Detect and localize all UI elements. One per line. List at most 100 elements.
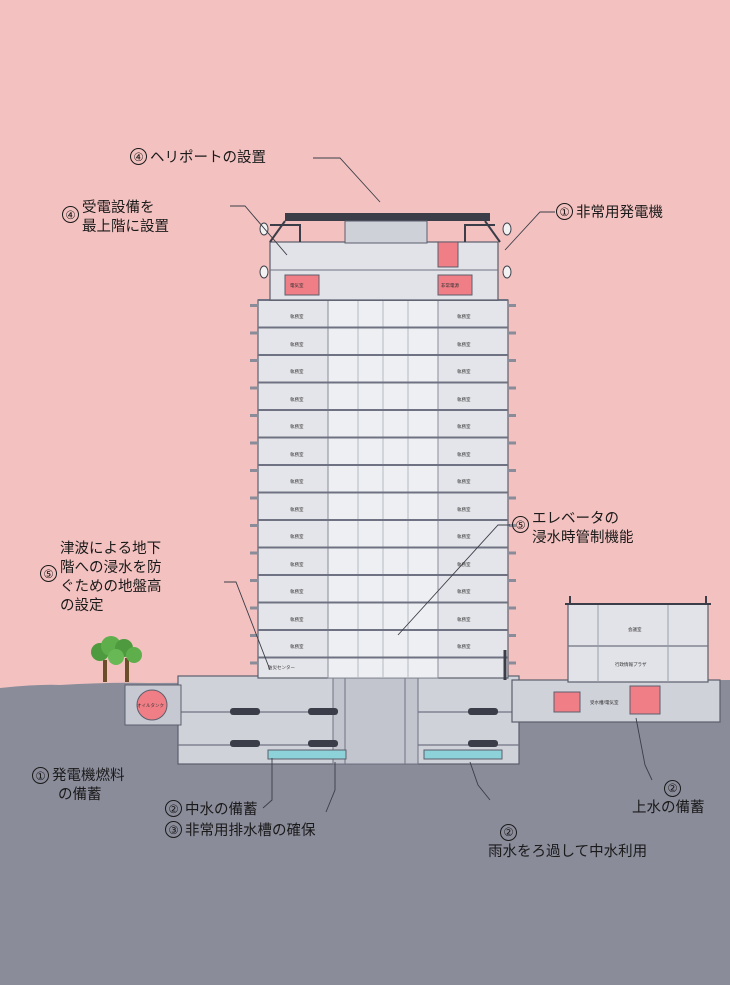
floor-room-label: 執務室 (290, 452, 304, 458)
balcony (508, 331, 516, 335)
annex-building (567, 603, 709, 683)
balcony (508, 606, 516, 610)
balcony (250, 386, 258, 390)
floor-room-label: 執務室 (290, 562, 304, 568)
floor-lines (258, 299, 508, 659)
balcony (508, 634, 516, 637)
floor-room-label: 執務室 (457, 315, 471, 320)
balcony (508, 661, 516, 665)
callout-power-receiving-line2: 最上階に設置 (82, 219, 169, 235)
callout-generator-fuel-line1: 発電機燃料 (52, 768, 125, 784)
balcony (508, 304, 516, 307)
balcony (250, 496, 258, 500)
trees (91, 636, 142, 682)
balcony (250, 634, 258, 637)
callout-tsunami-line4: の設定 (60, 598, 104, 614)
floor-room-label: 執務室 (290, 315, 304, 320)
oil-tank (136, 689, 168, 721)
callout-power-receiving-line1: 受電設備を (82, 200, 155, 216)
floor-room-label: 執務室 (290, 535, 304, 540)
room-label-annex-upper: 会議室 (628, 628, 642, 633)
floor-room-label: 執務室 (457, 507, 471, 513)
floor-room-label: 執務室 (457, 535, 471, 540)
floor-room-label: 執務室 (457, 480, 471, 485)
balcony (508, 441, 516, 445)
balcony (250, 331, 258, 335)
room-label-annex-basement: 受水槽/電気室 (590, 701, 619, 706)
balcony (250, 661, 258, 665)
room-label-power: 電気室 (290, 284, 304, 289)
floor-room-label: 執務室 (457, 397, 471, 403)
callout-tap-water-text: 上水の備蓄 (632, 800, 705, 816)
balcony (250, 304, 258, 307)
floor-room-label: 執務室 (290, 590, 304, 595)
callout-drain-tank-text: 非常用排水槽の確保 (185, 823, 316, 839)
rainwater-tank (423, 749, 503, 760)
callout-tsunami-line1: 津波による地下 (60, 541, 162, 557)
balcony (508, 386, 516, 390)
floor-room-label: 執務室 (290, 507, 304, 513)
room-label-oil-tank: オイルタンク (137, 704, 164, 709)
gray-water-tank (267, 749, 347, 760)
balcony (250, 551, 258, 555)
room-label-generator: 非常電源 (441, 284, 459, 289)
annex-water-tank-2 (629, 685, 661, 715)
callout-heliport-text: ヘリポートの設置 (150, 150, 266, 166)
callout-tsunami-line2: 階への浸水を防 (60, 560, 162, 576)
callout-emergency-generator-text: 非常用発電機 (576, 205, 663, 221)
balcony (250, 359, 258, 362)
floor-room-label: 執務室 (290, 617, 304, 623)
generator-room (437, 274, 473, 296)
floor-room-label: 執務室 (457, 425, 471, 430)
floor-room-label: 執務室 (457, 590, 471, 595)
balcony (508, 579, 516, 582)
balcony (508, 359, 516, 362)
floor-room-label: 執務室 (290, 425, 304, 430)
balcony (250, 606, 258, 610)
balcony (508, 469, 516, 472)
balcony (250, 414, 258, 417)
balcony (250, 524, 258, 527)
parking-cars (230, 708, 498, 747)
balcony (508, 414, 516, 417)
balcony (250, 441, 258, 445)
floor-room-label: 執務室 (290, 370, 304, 375)
balcony (508, 496, 516, 500)
annex-basement (511, 679, 721, 723)
balcony (508, 551, 516, 555)
floor-room-label: 執務室 (457, 342, 471, 348)
balcony (250, 579, 258, 582)
floor-room-label: 執務室 (290, 397, 304, 403)
callout-rainwater-text: 雨水をろ過して中水利用 (488, 844, 648, 860)
room-label-disaster-center: 防災センター (268, 666, 295, 671)
floor-room-label: 執務室 (457, 562, 471, 568)
callout-gray-water-text: 中水の備蓄 (185, 802, 258, 818)
heliport-deck (285, 213, 490, 221)
leader-lines (224, 157, 653, 813)
floor-room-label: 執務室 (457, 645, 471, 650)
floor-room-label: 執務室 (457, 452, 471, 458)
floor-room-label: 執務室 (457, 370, 471, 375)
floor-room-label: 執務室 (290, 645, 304, 650)
callout-elevator-line2: 浸水時管制機能 (532, 530, 634, 546)
floor-room-label: 執務室 (290, 342, 304, 348)
floor-room-label: 執務室 (290, 480, 304, 485)
callout-generator-fuel-line2: の備蓄 (58, 787, 102, 803)
room-label-annex-lower: 行政情報プラザ (615, 663, 647, 668)
annex-water-tank-1 (553, 691, 581, 713)
callout-tsunami-line3: ぐための地盤高 (60, 579, 162, 595)
power-room (284, 274, 320, 296)
balcony (250, 469, 258, 472)
